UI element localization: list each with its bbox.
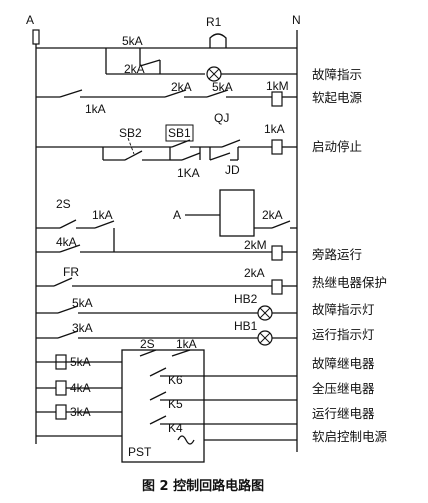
row-label-full-voltage-relay: 全压继电器 (312, 381, 375, 396)
label-5ka-top: 5kA (122, 34, 143, 48)
label-5ka-relay: 5kA (70, 355, 91, 369)
sb1-box (165, 124, 194, 142)
label-fr: FR (63, 265, 79, 279)
contact-2ka-bypass (271, 220, 291, 229)
coil-3ka-relay-icon (55, 404, 67, 420)
r1-symbol (209, 33, 227, 48)
coil-5ka-relay-icon (55, 354, 67, 370)
contact-qj (221, 139, 241, 148)
coil-1km-icon (271, 91, 283, 107)
label-k6: K6 (168, 373, 183, 387)
contact-2ka-top (139, 59, 161, 67)
contact-1ka-bypass (94, 220, 115, 229)
hb1-cross-b (259, 332, 271, 344)
label-1ka-pst: 1kA (176, 337, 197, 351)
label-2km: 2kM (244, 238, 267, 252)
contact-sb1 (171, 139, 191, 148)
row-label-start-stop: 启动停止 (312, 139, 362, 154)
row-label-softstart-control-power: 软启控制电源 (312, 429, 388, 444)
label-qj: QJ (214, 111, 229, 125)
contact-k4 (149, 415, 167, 425)
contact-2s-bypass (59, 219, 77, 229)
pst-box (121, 349, 205, 463)
label-2ka-top: 2kA (124, 62, 145, 76)
row-label-thermal-protect: 热继电器保护 (312, 275, 387, 290)
contact-1ka-hold (181, 152, 201, 161)
coil-2ka-icon (271, 279, 283, 295)
coil-1ka-icon (271, 139, 283, 155)
rail-label-n: N (292, 13, 301, 27)
label-2s-bypass: 2S (56, 197, 71, 211)
contact-2ka-softstart (164, 89, 187, 98)
label-pst: PST (128, 445, 152, 459)
label-1ka-softstart: 1kA (85, 102, 106, 116)
label-1ka-start: 1kA (264, 122, 285, 136)
label-1ka-hold: 1KA (177, 166, 200, 180)
contact-k6 (149, 367, 167, 377)
contact-1ka-softstart (59, 89, 83, 98)
label-hb2: HB2 (234, 292, 258, 306)
contact-2s-pst (139, 349, 157, 357)
label-2ka-bypass: 2kA (262, 208, 283, 222)
contact-3ka-runlamp (57, 330, 79, 339)
module-a-box (219, 189, 255, 237)
row-label-fault-lamp: 故障指示灯 (312, 302, 375, 317)
rail-label-a: A (26, 13, 34, 27)
coil-4ka-relay-icon (55, 380, 67, 396)
label-4ka-bypass: 4kA (56, 235, 77, 249)
contact-jd (209, 152, 231, 161)
label-k5: K5 (168, 397, 183, 411)
coil-2km-icon (271, 245, 283, 261)
label-a-block: A (173, 208, 181, 222)
contact-1ka-pst (171, 349, 191, 357)
label-2s-pst: 2S (140, 337, 155, 351)
contact-k5 (149, 391, 167, 401)
contact-sb2 (124, 150, 143, 161)
label-k4: K4 (168, 421, 183, 435)
label-3ka-runlamp: 3kA (72, 321, 93, 335)
row-label-run-relay: 运行继电器 (312, 406, 375, 421)
row-label-run-lamp: 运行指示灯 (312, 327, 375, 342)
figure-caption: 图 2 控制回路电路图 (142, 478, 264, 494)
label-hb1: HB1 (234, 319, 258, 333)
row-label-bypass-run: 旁路运行 (312, 247, 362, 262)
label-5ka-faultlamp: 5kA (72, 296, 93, 310)
sb2-actuator (127, 137, 135, 155)
row-label-softstart-power: 软起电源 (312, 90, 363, 105)
contact-4ka-bypass (59, 244, 81, 253)
hb2-cross-b (259, 307, 271, 319)
contact-5ka-faultlamp (57, 305, 79, 314)
label-sb2: SB2 (119, 126, 142, 140)
label-sb1: SB1 (168, 126, 191, 140)
contact-fr (53, 277, 73, 287)
label-r1: R1 (206, 15, 222, 29)
label-1km: 1kM (266, 79, 289, 93)
label-1ka-bypass: 1kA (92, 208, 113, 222)
label-2ka-softstart: 2kA (171, 80, 192, 94)
row-label-fault-indicator: 故障指示 (312, 67, 362, 82)
pst-winding-icon (177, 435, 195, 445)
row-label-fault-relay: 故障继电器 (312, 356, 375, 371)
label-2ka-thermal: 2kA (244, 266, 265, 280)
lamp-cross-b (208, 68, 220, 80)
fuse-symbol (32, 29, 40, 45)
label-jd: JD (225, 163, 240, 177)
contact-5ka-softstart (206, 89, 229, 98)
